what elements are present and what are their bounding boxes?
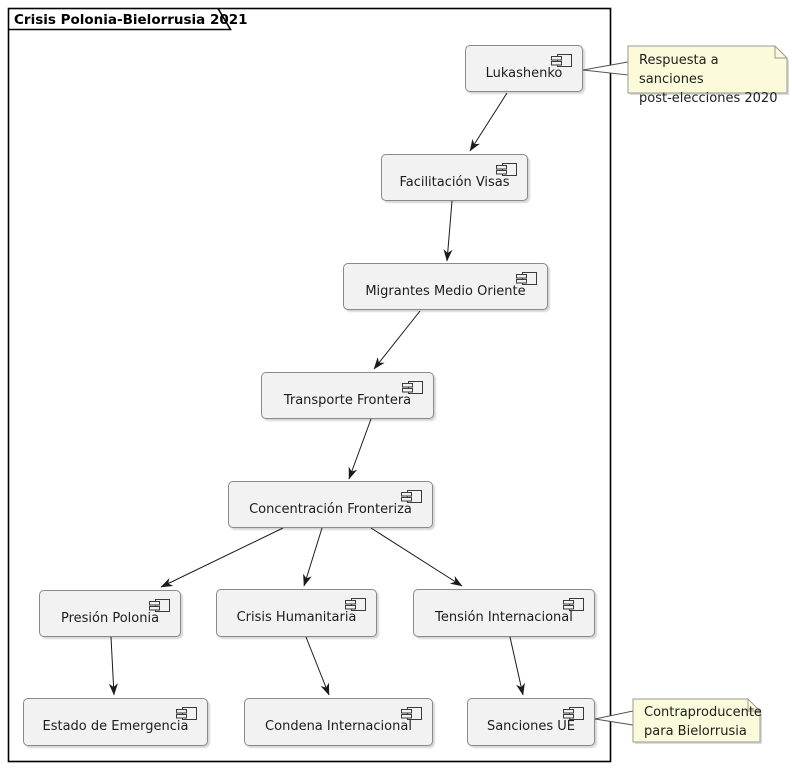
component-lukashenko: Lukashenko bbox=[465, 45, 583, 92]
component-label: Estado de Emergencia bbox=[42, 719, 189, 734]
component-sanciones-ue: Sanciones UE bbox=[467, 698, 595, 746]
component-transporte-frontera: Transporte Frontera bbox=[261, 372, 434, 419]
component-icon bbox=[496, 162, 518, 177]
component-label: Facilitación Visas bbox=[399, 174, 510, 190]
component-migrantes-medio-oriente: Migrantes Medio Oriente bbox=[343, 263, 548, 310]
component-label: Transporte Frontera bbox=[283, 392, 412, 408]
edge-tension-sanciones bbox=[509, 636, 525, 696]
note-contraproducente-text: Contraproducente para Bielorrusia bbox=[644, 705, 762, 739]
component-icon bbox=[149, 598, 171, 613]
edge-concentracion-tension bbox=[370, 527, 463, 587]
frame-border bbox=[7, 7, 612, 763]
component-facilitacion-visas: Facilitación Visas bbox=[381, 154, 528, 201]
edge-lukashenko-facilitacion bbox=[469, 92, 508, 152]
diagram-title: Crisis Polonia-Bielorrusia 2021 bbox=[14, 12, 248, 28]
component-label: Concentración Fronteriza bbox=[249, 501, 412, 517]
component-presion-polonia: Presión Polonia bbox=[39, 590, 181, 637]
frame-title-tab bbox=[8, 8, 232, 31]
component-label: Crisis Humanitaria bbox=[236, 610, 357, 625]
edge-concentracion-crisis bbox=[303, 527, 323, 587]
component-icon bbox=[551, 53, 573, 68]
component-label: Tensión Internacional bbox=[435, 610, 573, 625]
note-connector bbox=[594, 710, 634, 726]
component-estado-de-emergencia: Estado de Emergencia bbox=[23, 698, 208, 746]
note-respuesta-shape bbox=[582, 45, 789, 95]
component-tension-internacional: Tensión Internacional bbox=[413, 589, 595, 637]
component-crisis-humanitaria: Crisis Humanitaria bbox=[216, 589, 377, 637]
component-label: Sanciones UE bbox=[486, 719, 576, 734]
edge-migrantes-transporte bbox=[373, 310, 421, 370]
component-icon bbox=[516, 271, 538, 286]
component-icon bbox=[402, 380, 424, 395]
edge-transporte-concentracion bbox=[348, 418, 372, 480]
component-label: Migrantes Medio Oriente bbox=[365, 283, 526, 299]
component-label: Lukashenko bbox=[485, 65, 563, 81]
note-connector bbox=[582, 61, 629, 76]
component-icon bbox=[563, 706, 585, 721]
component-icon bbox=[345, 597, 367, 612]
component-label: Presión Polonia bbox=[60, 610, 160, 626]
component-icon bbox=[563, 597, 585, 612]
component-concentracion-fronteriza: Concentración Fronteriza bbox=[228, 481, 433, 528]
edge-facilitacion-migrantes bbox=[443, 200, 453, 262]
component-condena-internacional: Condena Internacional bbox=[244, 698, 433, 746]
component-icon bbox=[401, 706, 423, 721]
component-label: Condena Internacional bbox=[265, 719, 412, 734]
component-icon bbox=[401, 489, 423, 504]
edge-concentracion-presion bbox=[160, 527, 284, 588]
note-contraproducente-shape bbox=[594, 698, 762, 744]
edge-crisis-condena bbox=[305, 636, 330, 696]
edge-presion-estado bbox=[108, 636, 118, 696]
note-respuesta-text: Respuesta a sanciones post-elecciones 20… bbox=[639, 53, 778, 106]
component-icon bbox=[176, 706, 198, 721]
